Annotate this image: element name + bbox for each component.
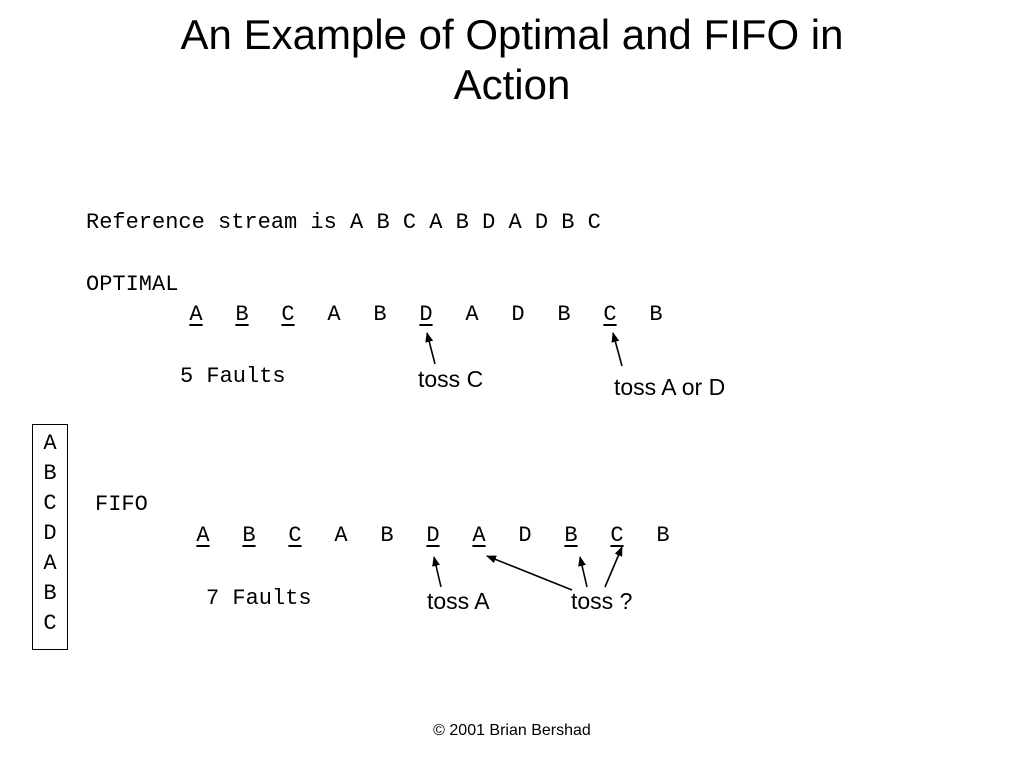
fifo-ref-10: C xyxy=(610,523,624,548)
arrow-fifo-toss-a xyxy=(432,556,442,588)
fifo-heading: FIFO xyxy=(95,492,148,517)
fifo-ref-8: D xyxy=(518,523,532,548)
copyright-footer: © 2001 Brian Bershad xyxy=(433,722,591,739)
fifo-note-toss-unknown: toss ? xyxy=(571,588,633,614)
fifo-ref-1: A xyxy=(196,523,210,548)
arrow-toss-a-or-d xyxy=(611,332,623,367)
optimal-ref-10: C xyxy=(603,302,617,327)
slide-title-line-1: An Example of Optimal and FIFO in xyxy=(180,11,844,58)
optimal-fault-count: 5 Faults xyxy=(180,364,286,389)
stack-item: C xyxy=(43,491,57,516)
optimal-ref-8: D xyxy=(511,302,525,327)
fifo-fault-count: 7 Faults xyxy=(206,586,312,611)
fifo-ref-11: B xyxy=(656,523,670,548)
stack-item: A xyxy=(43,551,57,576)
optimal-heading: OPTIMAL xyxy=(86,272,179,297)
fifo-note-toss-a: toss A xyxy=(427,588,490,614)
reference-stack-box: A B C D A B C xyxy=(32,424,68,650)
optimal-ref-2: B xyxy=(235,302,249,327)
fifo-ref-6: D xyxy=(426,523,440,548)
fifo-ref-5: B xyxy=(380,523,394,548)
optimal-ref-3: C xyxy=(281,302,295,327)
optimal-ref-9: B xyxy=(557,302,571,327)
optimal-ref-6: D xyxy=(419,302,433,327)
reference-stream-text: Reference stream is A B C A B D A D B C xyxy=(86,210,601,235)
optimal-ref-7: A xyxy=(465,302,479,327)
slide-title-line-2: Action xyxy=(453,61,571,108)
arrow-toss-c xyxy=(425,332,436,365)
stack-item: D xyxy=(43,521,57,546)
arrow-fifo-toss-q-c xyxy=(604,546,623,588)
fifo-ref-9: B xyxy=(564,523,578,548)
optimal-ref-4: A xyxy=(327,302,341,327)
optimal-ref-11: B xyxy=(649,302,663,327)
optimal-note-toss-c: toss C xyxy=(418,366,484,392)
optimal-ref-1: A xyxy=(189,302,203,327)
slide-title: An Example of Optimal and FIFO in Action xyxy=(0,10,1024,110)
arrow-fifo-toss-q-b xyxy=(578,556,588,588)
fifo-ref-3: C xyxy=(288,523,302,548)
optimal-ref-5: B xyxy=(373,302,387,327)
stack-item: C xyxy=(43,611,57,636)
stack-item: A xyxy=(43,431,57,456)
fifo-ref-4: A xyxy=(334,523,348,548)
fifo-ref-2: B xyxy=(242,523,256,548)
stack-item: B xyxy=(43,461,57,486)
stack-item: B xyxy=(43,581,57,606)
fifo-ref-7: A xyxy=(472,523,486,548)
optimal-note-toss-a-or-d: toss A or D xyxy=(614,374,726,400)
arrow-fifo-toss-q-a xyxy=(486,555,573,591)
